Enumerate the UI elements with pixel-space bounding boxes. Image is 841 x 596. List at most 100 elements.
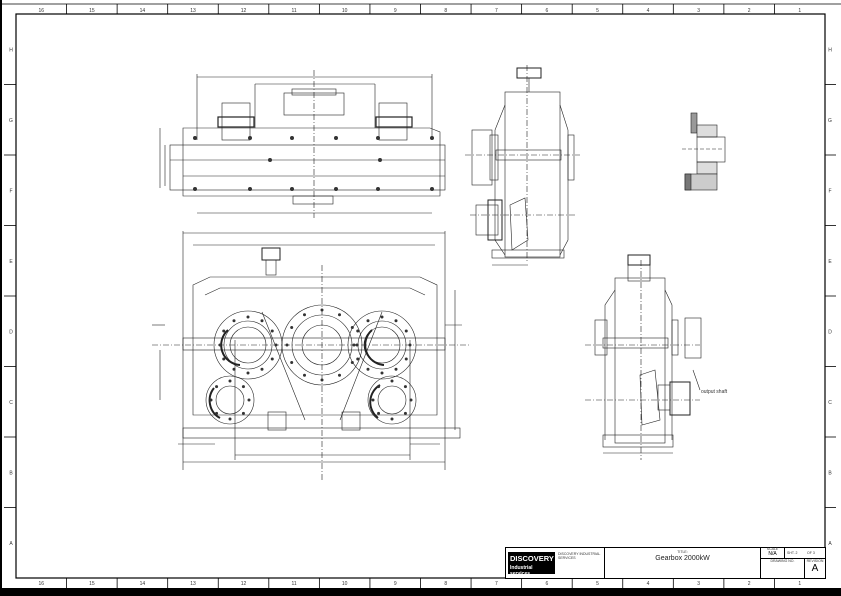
company-logo: DISCOVERY Industrial services: [508, 552, 555, 577]
bolt: [377, 385, 381, 389]
column-label: 6: [546, 581, 549, 587]
column-label: 2: [748, 8, 751, 14]
column-label: 3: [697, 581, 700, 587]
sheet-info: SCALE N/A SHT. 2 OF 3 DRAWING NO. REVISI…: [761, 547, 825, 578]
bolt: [380, 315, 384, 319]
bolt: [241, 385, 245, 389]
scale-label: SCALE: [766, 547, 779, 551]
scan-border-bottom: [0, 588, 841, 596]
column-label: 7: [495, 581, 498, 587]
row-label: B: [828, 470, 832, 476]
bolt: [285, 343, 289, 347]
bolt: [334, 187, 338, 191]
bolt: [404, 329, 408, 333]
row-label: F: [828, 188, 831, 194]
revision-cell: REVISION A: [805, 558, 825, 578]
bolt: [403, 411, 407, 415]
column-label: 13: [190, 8, 196, 14]
bolt: [215, 411, 219, 415]
column-label: 8: [444, 8, 447, 14]
front-view: [152, 231, 470, 480]
bolt: [409, 398, 413, 402]
revision-value: A: [811, 563, 819, 574]
row-label: A: [9, 541, 13, 547]
bolt: [371, 398, 375, 402]
row-label: G: [828, 118, 832, 124]
bolt: [232, 319, 236, 323]
column-label: 5: [596, 8, 599, 14]
bolt: [248, 136, 252, 140]
bolt: [209, 398, 213, 402]
column-label: 12: [241, 581, 247, 587]
column-label: 14: [140, 581, 146, 587]
sheet-number: SHT. 2: [787, 551, 798, 555]
bolt: [274, 343, 278, 347]
drawing-number-cell: DRAWING NO.: [761, 558, 805, 578]
bolt: [403, 385, 407, 389]
bolt: [376, 136, 380, 140]
bolt: [248, 187, 252, 191]
bolt: [268, 158, 272, 162]
output-shaft-label: output shaft: [701, 389, 728, 395]
bolt: [394, 319, 398, 323]
bolt: [320, 378, 324, 382]
row-label: A: [828, 541, 832, 547]
zone-ticks: [0, 3, 841, 588]
bolt: [380, 371, 384, 375]
bolt: [356, 357, 360, 361]
bolt: [390, 379, 394, 383]
company-address: DISCOVERY INDUSTRIAL SERVICES: [558, 552, 601, 560]
column-label: 14: [140, 8, 146, 14]
column-label: 9: [394, 8, 397, 14]
bolt: [378, 158, 382, 162]
column-label: 12: [241, 8, 247, 14]
bolt: [377, 411, 381, 415]
bolt: [350, 361, 354, 364]
bolt: [376, 187, 380, 191]
scale-value: N/A: [768, 550, 777, 557]
bolt: [430, 136, 434, 140]
bolt: [366, 319, 370, 323]
column-label: 15: [89, 581, 95, 587]
column-label: 3: [697, 8, 700, 14]
column-label: 1: [798, 581, 801, 587]
bolt: [228, 417, 232, 421]
column-label: 10: [342, 581, 348, 587]
row-label: G: [9, 118, 13, 124]
row-label: F: [9, 188, 12, 194]
bolt: [193, 136, 197, 140]
bolt: [215, 385, 219, 389]
column-label: 13: [190, 581, 196, 587]
row-label: D: [828, 329, 832, 335]
column-label: 11: [291, 581, 296, 587]
column-label: 2: [748, 581, 751, 587]
column-label: 6: [546, 8, 549, 14]
bolt: [290, 187, 294, 191]
row-label: B: [9, 470, 13, 476]
drawing-title: Gearbox 2000kW: [655, 555, 710, 562]
column-label: 15: [89, 8, 95, 14]
bolt: [356, 329, 360, 333]
row-label: C: [828, 400, 832, 406]
bolt: [247, 398, 251, 402]
bolt: [303, 313, 306, 317]
bolt: [260, 319, 264, 323]
bolt: [430, 187, 434, 191]
title-label: TITLE:: [677, 550, 688, 554]
row-label: C: [9, 400, 13, 406]
scale-cell: SCALE N/A: [761, 547, 785, 558]
bolt: [241, 411, 245, 415]
bolt: [246, 371, 250, 375]
bolt: [260, 367, 264, 371]
bolt: [404, 357, 408, 361]
bolt: [228, 379, 232, 383]
column-label: 4: [647, 581, 650, 587]
bolt: [408, 343, 412, 347]
bolt: [366, 367, 370, 371]
bolt: [320, 308, 324, 312]
title-block: DISCOVERY Industrial services DISCOVERY …: [505, 547, 826, 579]
column-label: 11: [291, 8, 296, 14]
company-cell: DISCOVERY Industrial services DISCOVERY …: [506, 548, 605, 578]
revision-label: REVISION: [806, 559, 824, 563]
bolt: [334, 136, 338, 140]
